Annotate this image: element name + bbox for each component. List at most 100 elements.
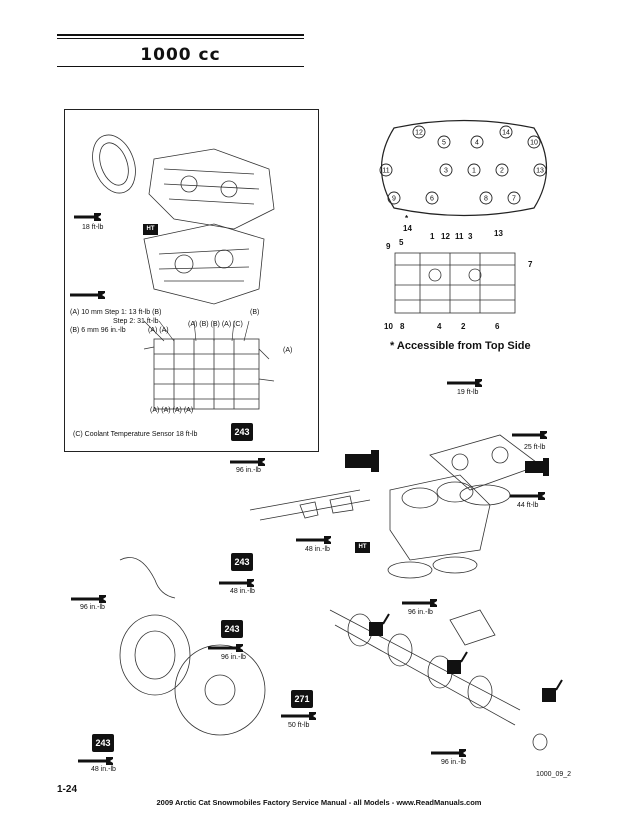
head-bolt-circle (479, 191, 493, 205)
side-num: 13 (494, 229, 503, 238)
wrench-icon (78, 757, 113, 765)
side-num: 8 (400, 322, 405, 331)
crankcase-panel (64, 109, 319, 452)
figure-id: 1000_09_2 (536, 771, 572, 778)
title-rule-bottom (57, 66, 304, 67)
title-rule-top-thin (57, 38, 304, 39)
spec-a-step2: Step 2: 31 ft-lb (113, 318, 159, 325)
wrench-icon (431, 749, 466, 757)
callout-b: (B) (250, 309, 260, 316)
ht-badge: HT (355, 542, 370, 553)
wrench-icon (208, 644, 243, 652)
head-bolt-circle (527, 135, 541, 149)
head-bolt-circle (387, 191, 401, 205)
wrench-icon (447, 379, 482, 387)
wrench-icon (74, 213, 101, 221)
wrench-icon (512, 431, 547, 439)
head-bolt-circle (437, 135, 451, 149)
side-num: 14 (403, 224, 412, 233)
page-number: 1-24 (57, 784, 78, 795)
head-bolt-circle (499, 125, 513, 139)
torque-bottom: 48 in.-lb (91, 766, 116, 773)
head-bolt-number: 11 (382, 168, 389, 175)
callouts-row2: (A) (B) (B) (A) (C) (188, 321, 243, 328)
side-num: 5 (399, 238, 404, 247)
head-bolt-circle (507, 191, 521, 205)
callouts-bottom: (A) (A) (A) (A) (150, 407, 194, 414)
sensor-label: (C) Coolant Temperature Sensor 18 ft-lb (73, 431, 198, 438)
side-num: 1 (430, 232, 435, 241)
title-rule-top (57, 34, 304, 36)
loctite-badge: 243 (231, 553, 253, 571)
head-bolt-circle (533, 163, 547, 177)
oil-can-icon (447, 651, 468, 674)
wrench-icon (230, 458, 265, 466)
loctite-badge: 243 (231, 423, 253, 441)
wrench-icon (281, 712, 316, 720)
callout-a-right: (A) (283, 347, 293, 354)
wrench-icon (296, 536, 331, 544)
head-side-view (394, 252, 516, 314)
head-bolt-number: 14 (502, 130, 510, 137)
head-bolt-circle (425, 191, 439, 205)
wrench-icon (71, 595, 106, 603)
head-bolt-number: 9 (392, 196, 396, 203)
side-num: 4 (437, 322, 442, 331)
head-bolt-number: 6 (430, 196, 434, 203)
torque-crank-bottom: 96 in.-lb (441, 759, 466, 766)
head-bolt-circle (495, 163, 509, 177)
head-bolt-number: 4 (475, 140, 479, 147)
spec-a: (A) 10 mm Step 1: 13 ft-lb (B) (70, 309, 162, 316)
lube-tube-icon (525, 458, 549, 476)
head-bolt-number: 2 (500, 168, 504, 175)
star-marker: * (405, 214, 409, 223)
torque-head-side: 25 ft-lb (524, 444, 546, 451)
ht-badge: HT (143, 224, 158, 235)
torque-crank-top: 96 in.-lb (408, 609, 433, 616)
head-bolt-circle (412, 125, 426, 139)
head-bolt-number: 5 (442, 140, 446, 147)
page-footer: 2009 Arctic Cat Snowmobiles Factory Serv… (156, 798, 482, 807)
torque-intake-top: 96 in.-lb (236, 467, 261, 474)
torque-head-top: 19 ft-lb (457, 389, 479, 396)
callouts-row1: (A) (A) (148, 327, 169, 334)
torque-flywheel: 96 in.-lb (221, 654, 246, 661)
wrench-icon (70, 291, 105, 299)
wrench-icon (510, 492, 545, 500)
head-bolt-circle (379, 163, 393, 177)
side-num: 12 (441, 232, 450, 241)
head-bolt-circle (467, 163, 481, 177)
oil-can-icon (542, 679, 563, 702)
torque-intake-bottom: 48 in.-lb (305, 546, 330, 553)
head-bolt-number: 1 (472, 168, 476, 175)
head-bolt-number: 8 (484, 196, 488, 203)
head-bolt-number: 12 (415, 130, 423, 137)
torque-nut: 50 ft-lb (288, 722, 310, 729)
oil-can-icon (369, 613, 390, 636)
head-bolt-circle (439, 163, 453, 177)
loctite-badge: 243 (221, 620, 243, 638)
side-num: 3 (468, 232, 473, 241)
spec-b: (B) 6 mm 96 in.-lb (70, 327, 126, 334)
wrench-icon (402, 599, 437, 607)
side-num: 2 (461, 322, 466, 331)
page-title: 1000 cc (140, 45, 221, 65)
loctite-badge: 243 (92, 734, 114, 752)
side-num: 10 (384, 322, 393, 331)
head-bolt-number: 10 (530, 140, 538, 147)
head-bolt-number: 13 (536, 168, 544, 175)
side-num: 6 (495, 322, 500, 331)
side-num: 7 (528, 260, 533, 269)
accessible-note: * Accessible from Top Side (390, 340, 531, 352)
wrench-icon (219, 579, 254, 587)
crankcase-illustration (92, 134, 275, 410)
crankcase-torque-label: 18 ft-lb (82, 224, 104, 231)
head-bolt-number: 3 (444, 168, 448, 175)
lube-tube-icon (345, 450, 379, 472)
torque-wiring: 96 in.-lb (80, 604, 105, 611)
side-num: 9 (386, 242, 391, 251)
side-num: 11 (455, 232, 464, 241)
head-bolt-number: 7 (512, 196, 516, 203)
torque-stator: 48 in.-lb (230, 588, 255, 595)
